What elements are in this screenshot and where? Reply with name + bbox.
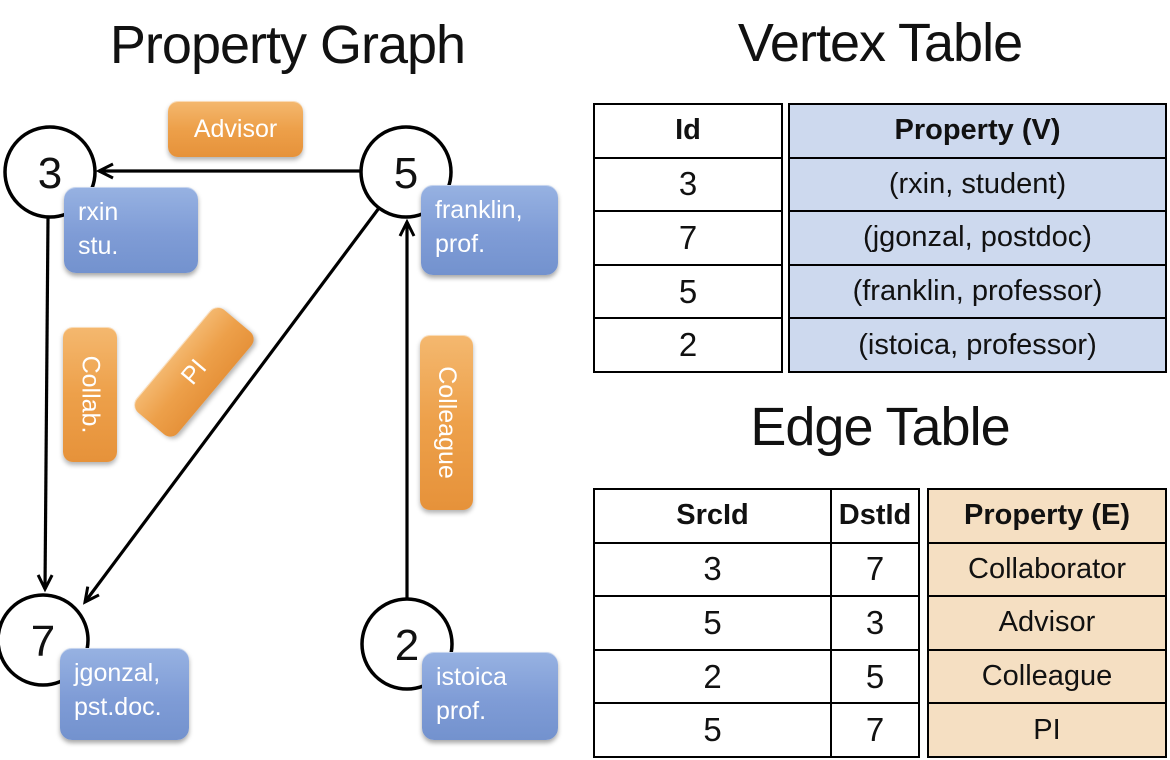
- table-cell: (rxin, student): [790, 156, 1165, 211]
- vertex-id-3: 3: [38, 149, 62, 198]
- vertex-role: pst.doc.: [74, 692, 162, 721]
- edge-table-srcid-column: SrcId 3 5 2 5: [595, 490, 830, 756]
- edge-label-colleague: Colleague: [420, 335, 473, 510]
- table-cell: (franklin, professor): [790, 263, 1165, 318]
- column-header: SrcId: [676, 499, 749, 532]
- table-cell: Collaborator: [929, 541, 1165, 596]
- edge-label-collab: Collab.: [63, 327, 117, 462]
- vertex-id-5: 5: [394, 149, 418, 198]
- vertex-role: stu.: [78, 231, 119, 260]
- vertex-name: istoica: [436, 663, 507, 691]
- edge-line-pi: [82, 207, 381, 605]
- edge-label-advisor: Advisor: [168, 101, 303, 157]
- edge-label-text: Collab.: [76, 355, 105, 434]
- edge-label-text: Colleague: [433, 366, 461, 479]
- table-cell: PI: [929, 702, 1165, 756]
- table-cell: 5: [595, 595, 830, 649]
- table-cell: 2: [595, 317, 781, 371]
- vertex-role: prof.: [435, 229, 486, 258]
- vertex-property-box-7: jgonzal, pst.doc.: [60, 648, 189, 740]
- table-cell: Colleague: [929, 648, 1165, 703]
- vertex-table: Id 3 7 5 2 Property (V) (rxin, student) …: [593, 103, 1167, 373]
- table-cell: 7: [832, 541, 918, 596]
- vertex-id-2: 2: [395, 621, 419, 670]
- vertex-name: franklin,: [435, 196, 523, 224]
- column-header: Id: [675, 114, 701, 147]
- edge-table-ids-columns: SrcId 3 5 2 5 DstId 7 3 5 7: [593, 488, 920, 758]
- edge-label-text: Advisor: [193, 114, 278, 143]
- edge-table: SrcId 3 5 2 5 DstId 7 3 5 7 Property (E)…: [593, 488, 1167, 758]
- column-header: Property (E): [929, 490, 1165, 542]
- column-header: DstId: [838, 499, 912, 532]
- table-cell: 3: [832, 595, 918, 649]
- vertex-role: prof.: [436, 696, 487, 725]
- table-cell: (jgonzal, postdoc): [790, 210, 1165, 264]
- vertex-property-box-2: istoica prof.: [422, 652, 558, 740]
- table-cell: (istoica, professor): [790, 317, 1165, 371]
- property-graph-diagram: 3 5 7 2: [0, 125, 454, 691]
- table-cell: 7: [595, 210, 781, 264]
- vertex-table-title: Vertex Table: [737, 13, 1023, 73]
- edge-line-collab: [36, 217, 54, 593]
- vertex-id-7: 7: [31, 617, 55, 666]
- table-cell: 5: [832, 648, 918, 703]
- table-cell: Advisor: [929, 595, 1165, 649]
- table-cell: 5: [595, 702, 830, 756]
- table-cell: 5: [595, 263, 781, 318]
- edge-table-property-column: Property (E) Collaborator Advisor Collea…: [927, 488, 1167, 758]
- edge-table-dstid-column: DstId 7 3 5 7: [830, 490, 918, 756]
- vertex-property-box-5: franklin, prof.: [421, 185, 558, 275]
- edge-table-title: Edge Table: [750, 397, 1010, 457]
- column-header: Property (V): [790, 105, 1165, 157]
- table-cell: 3: [595, 541, 830, 596]
- vertex-name: jgonzal,: [74, 659, 161, 687]
- vertex-name: rxin: [78, 198, 119, 226]
- table-cell: 3: [595, 156, 781, 211]
- edge-label-text: PI: [175, 353, 212, 390]
- property-graph-title: Property Graph: [109, 15, 466, 75]
- vertex-property-box-3: rxin stu.: [64, 187, 198, 273]
- table-cell: 7: [832, 702, 918, 756]
- table-cell: 2: [595, 648, 830, 703]
- vertex-table-property-column: Property (V) (rxin, student) (jgonzal, p…: [788, 103, 1167, 373]
- vertex-table-id-column: Id 3 7 5 2: [593, 103, 783, 373]
